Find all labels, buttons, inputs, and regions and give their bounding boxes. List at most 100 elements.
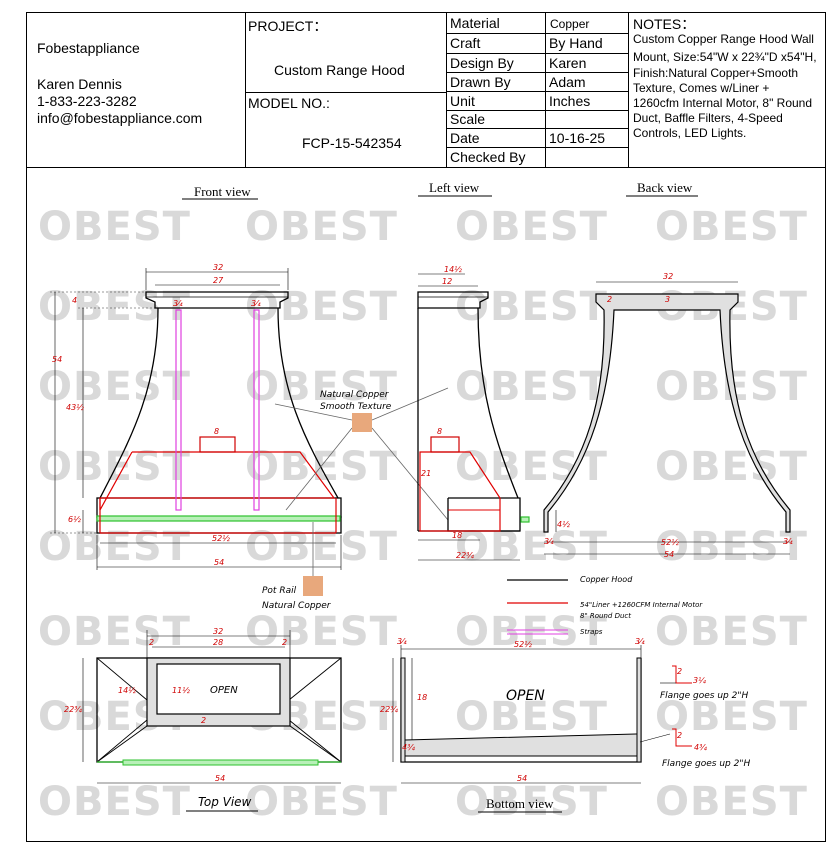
dim-label: 22¾	[380, 705, 398, 714]
left-view-title: Left view	[429, 180, 480, 195]
watermark: OBEST	[455, 779, 608, 825]
spec-value: Karen	[549, 55, 587, 71]
flange-detail: 2 3¼ Flange goes up 2"H 2 4¾ Flange goes…	[639, 665, 750, 769]
watermark: OBEST	[655, 444, 808, 490]
watermark: OBEST	[455, 364, 608, 410]
watermark: OBEST	[245, 364, 398, 410]
dim-label: 11½	[172, 686, 190, 695]
watermark: OBEST	[245, 779, 398, 825]
dim-label: 52½	[212, 534, 230, 543]
finish-label: Natural Copper	[320, 390, 390, 400]
flange-label: Flange goes up 2"H	[662, 759, 750, 769]
watermark: OBEST	[38, 609, 191, 655]
watermark: OBEST	[455, 694, 608, 740]
legend: Copper Hood 54"Liner +1260CFM Internal M…	[507, 575, 703, 636]
dim-label: 27	[213, 276, 224, 285]
finish-label: Smooth Texture	[320, 402, 392, 412]
dim-label: 2	[677, 667, 682, 676]
titleblock-divider-1	[245, 12, 246, 167]
drawing-frame	[26, 12, 826, 842]
bottom-view-title: Bottom view	[486, 796, 554, 811]
notes-line: Custom Copper Range Hood Wall	[633, 32, 814, 46]
dim-label: 54	[517, 774, 527, 783]
watermark: OBEST	[245, 284, 398, 330]
dim-label: 4½	[557, 520, 570, 529]
contact-email[interactable]: info@fobestappliance.com	[37, 110, 203, 126]
spec-value: Inches	[549, 93, 591, 109]
titleblock-divider-4	[628, 12, 629, 167]
dim-label: 6½	[68, 515, 81, 524]
spec-value: Adam	[549, 74, 586, 90]
spec-row-rule	[446, 33, 628, 34]
spec-value: Copper	[550, 17, 590, 31]
dim-label: 14½	[444, 265, 462, 274]
watermark: OBEST	[245, 204, 398, 250]
dim-label: 22¾	[64, 705, 82, 714]
dim-label: 32	[213, 263, 223, 272]
notes-line: Finish:Natural Copper+Smooth	[633, 66, 799, 80]
dim-label: 54	[214, 558, 224, 567]
pot-rail-callout: Pot Rail Natural Copper	[262, 522, 332, 611]
spec-row-rule	[446, 128, 628, 129]
watermark: OBEST	[655, 204, 808, 250]
dim-label: 32	[213, 627, 223, 636]
open-label: OPEN	[210, 685, 238, 696]
dim-label: 2	[201, 716, 206, 725]
dim-label: 22¾	[456, 551, 474, 560]
spec-label: Scale	[450, 111, 486, 127]
company-name: Fobestappliance	[37, 40, 140, 56]
notes-line: Mount, Size:54"W x 22¾"D x54"H,	[633, 50, 817, 64]
legend-label: Straps	[580, 628, 603, 636]
dim-label: 12	[442, 277, 452, 286]
dim-label: 2	[282, 638, 287, 647]
watermark-group: OBEST OBEST OBEST OBEST OBEST OBEST OBES…	[38, 204, 808, 825]
spec-value: 10-16-25	[549, 130, 606, 146]
watermark: OBEST	[38, 204, 191, 250]
bottom-view: 18 22¾ 4¾ 54 3⁄₄ 3⁄₄ 52½ OPEN Bottom vie…	[380, 637, 645, 813]
dim-label: 54	[664, 550, 674, 559]
dim-label: 32	[663, 272, 673, 281]
rail-label: Pot Rail	[262, 586, 297, 596]
spec-value: By Hand	[549, 35, 603, 51]
contact-name: Karen Dennis	[37, 76, 122, 92]
watermark: OBEST	[38, 524, 191, 570]
spec-label: Unit	[450, 93, 475, 109]
legend-label: 8" Round Duct	[580, 612, 631, 620]
dim-label: 54	[215, 774, 225, 783]
dim-label: 2	[149, 638, 154, 647]
project-label: PROJECT：	[248, 18, 328, 34]
watermark: OBEST	[38, 779, 191, 825]
spec-label: Design By	[450, 55, 514, 71]
notes-line: 1260cfm Internal Motor, 8" Round	[633, 96, 813, 110]
dim-label: 3⁄₄	[635, 637, 645, 646]
spec-row-rule	[446, 147, 628, 148]
notes-line: Texture, Comes w/Liner +	[633, 81, 770, 95]
finish-callout: Natural Copper Smooth Texture	[274, 387, 449, 521]
contact-phone: 1-833-223-3282	[37, 93, 137, 109]
front-view-title: Front view	[194, 184, 251, 199]
dim-label: 8	[437, 427, 442, 436]
spec-label: Drawn By	[450, 74, 511, 90]
spec-label: Checked By	[450, 149, 526, 165]
spec-label: Material	[450, 15, 500, 31]
watermark: OBEST	[655, 779, 808, 825]
notes-line: Controls, LED Lights.	[633, 126, 747, 140]
open-label: OPEN	[506, 688, 545, 704]
model-value: FCP-15-542354	[302, 135, 402, 151]
back-view: 32 2 3 4½ 52½ 54 3⁄₄ 3⁄₄	[543, 272, 793, 559]
spec-row-rule	[446, 53, 628, 54]
watermark: OBEST	[455, 204, 608, 250]
dim-label: 21	[421, 469, 431, 478]
dim-label: 3⁄₄	[544, 537, 554, 546]
watermark: OBEST	[38, 284, 191, 330]
spec-row-rule	[446, 91, 628, 92]
titleblock-bottom-rule	[26, 167, 826, 168]
copper-swatch	[352, 413, 372, 432]
project-model-rule	[245, 92, 446, 93]
dim-label: 18	[417, 693, 427, 702]
spec-row-rule	[446, 72, 628, 73]
watermark: OBEST	[455, 524, 608, 570]
titleblock-divider-2	[446, 12, 447, 167]
dim-label: 4¾	[402, 743, 415, 752]
dim-label: 8	[214, 427, 219, 436]
